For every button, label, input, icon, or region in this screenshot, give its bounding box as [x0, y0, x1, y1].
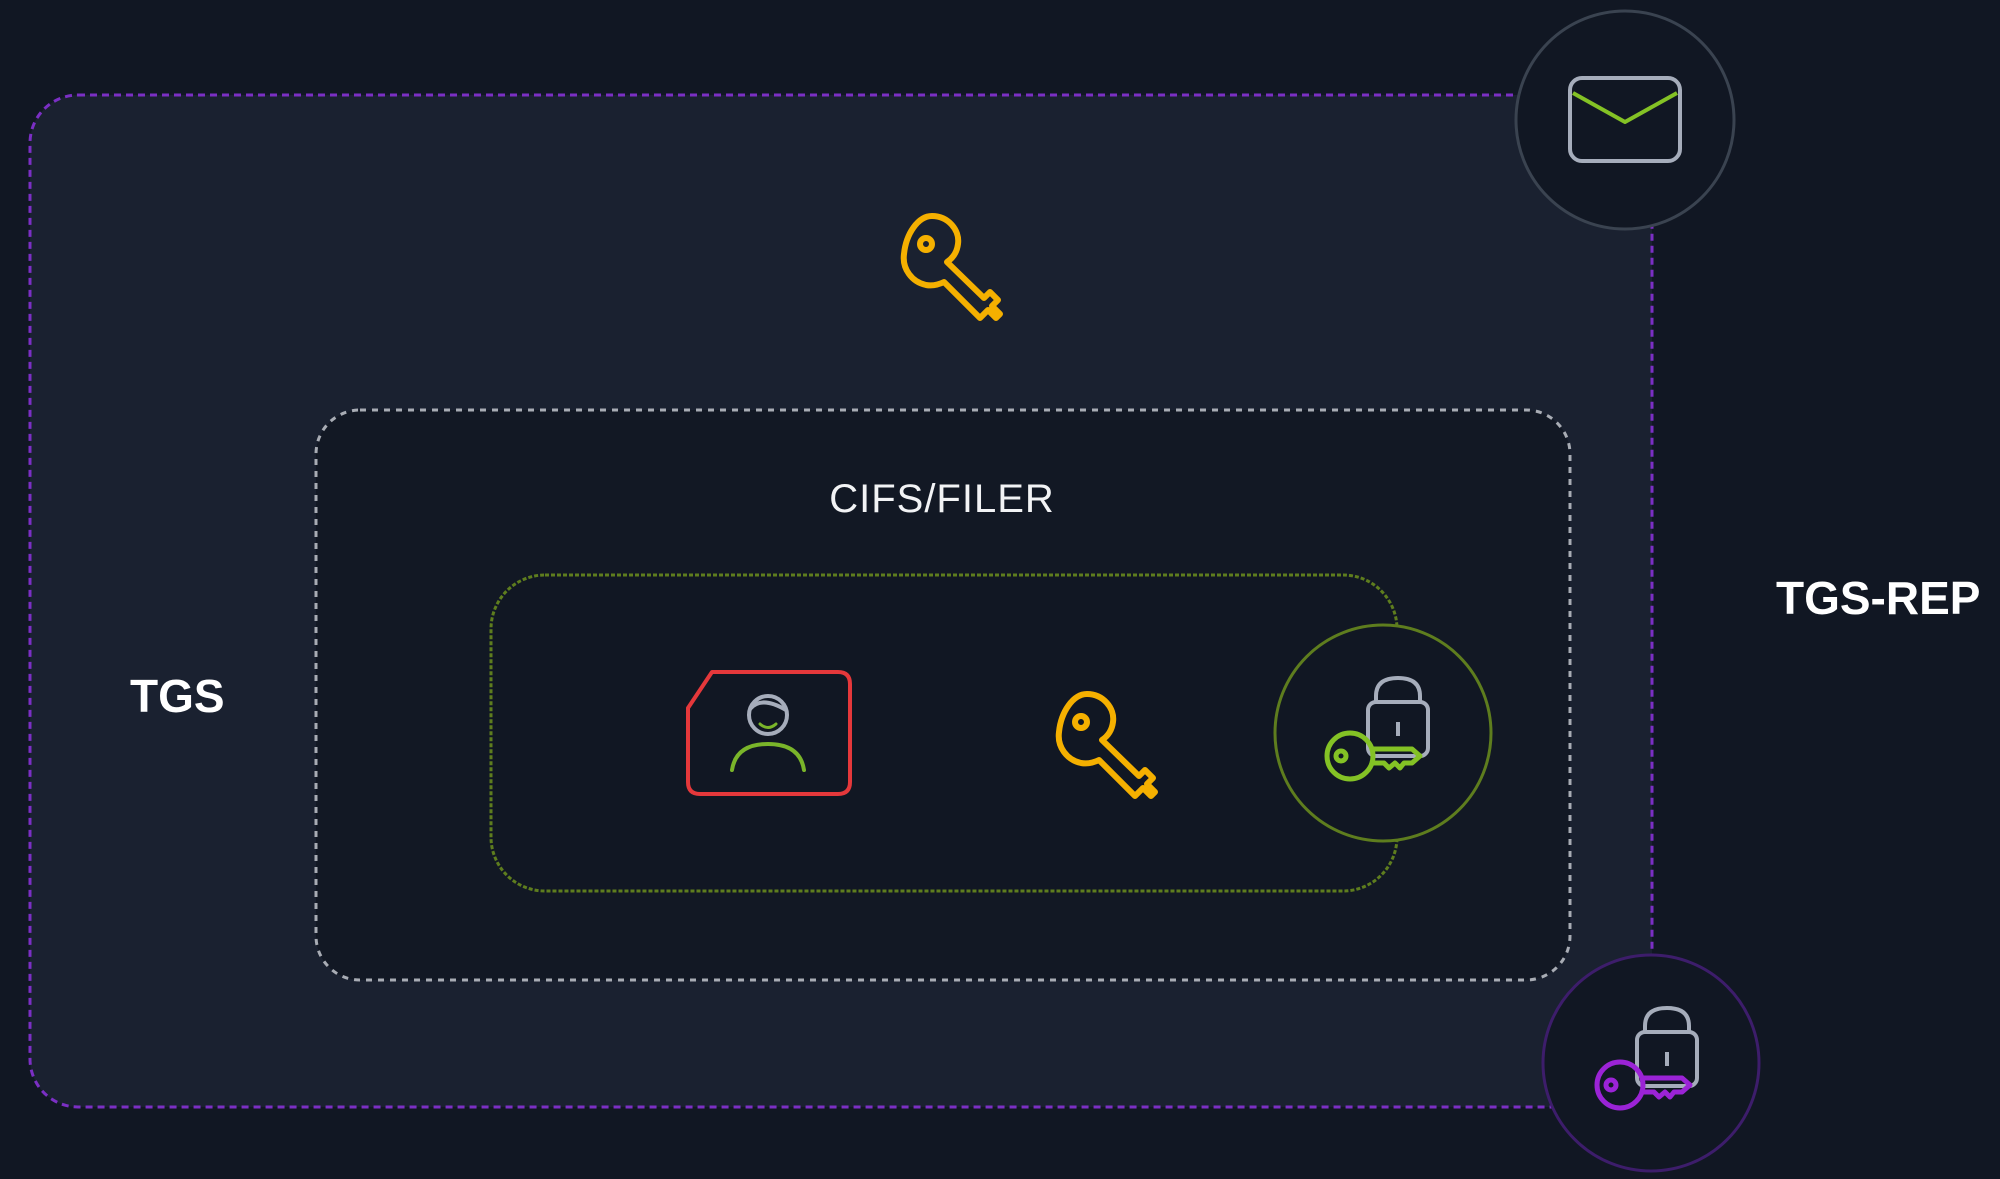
session-key-icon — [900, 213, 1003, 321]
envelope-icon — [1568, 76, 1682, 163]
envelope-badge — [1514, 9, 1736, 231]
service-lock-badge — [1273, 623, 1493, 843]
padlock-icon — [1635, 1006, 1699, 1088]
padlock-icon — [1366, 676, 1430, 758]
tgs-label: TGS — [130, 670, 225, 722]
krbtgt-key-icon — [1594, 1059, 1693, 1111]
user-badge-icon — [686, 670, 852, 796]
service-principal-label: CIFS/FILER — [829, 477, 1055, 521]
user-icon — [730, 694, 806, 772]
ticket-box — [489, 573, 1399, 893]
service-key-icon — [1324, 730, 1423, 782]
ticket-key-icon — [1055, 691, 1158, 799]
krbtgt-lock-badge — [1541, 953, 1761, 1173]
tgs-rep-label: TGS-REP — [1776, 572, 1981, 624]
